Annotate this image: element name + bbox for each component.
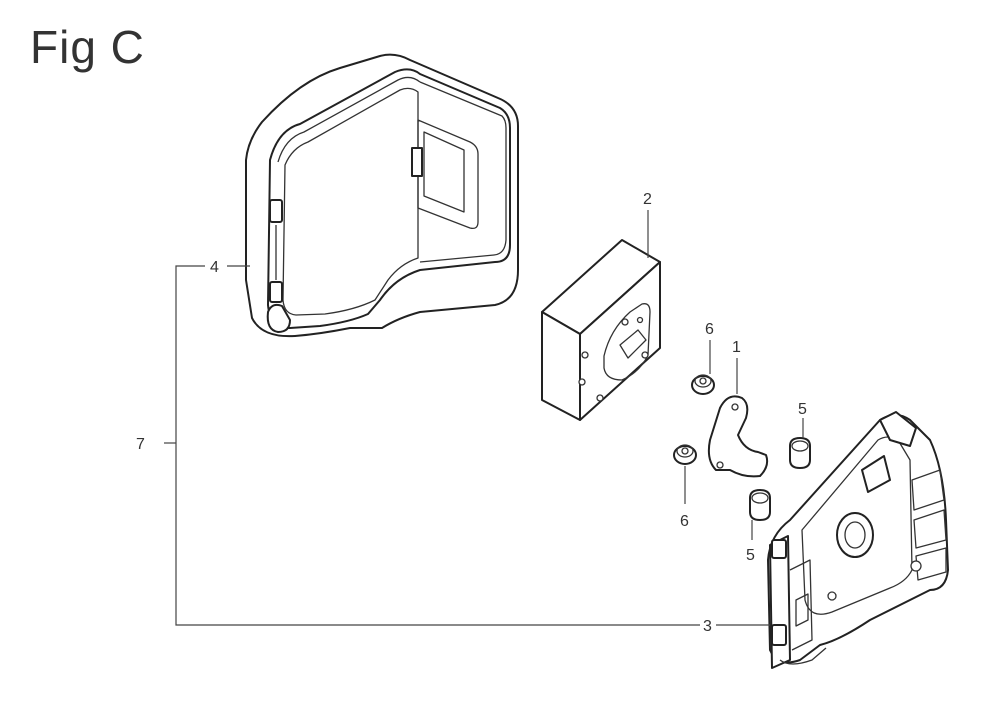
collar-sleeve-icon (789, 437, 811, 469)
callout-7: 7 (136, 436, 145, 453)
callout-6-top: 6 (705, 321, 714, 338)
figure-title: Fig C (30, 21, 145, 73)
flange-nut-icon (673, 444, 697, 465)
callout-5-top: 5 (798, 401, 807, 418)
foam-filter-element-icon (541, 239, 661, 421)
air-cleaner-case-icon (767, 411, 949, 669)
collar-sleeve-icon (749, 489, 771, 521)
flange-nut-icon (691, 374, 715, 395)
air-cleaner-cover-icon (245, 53, 519, 338)
callout-4: 4 (210, 259, 219, 276)
callout-6-bottom: 6 (680, 513, 689, 530)
callout-5-bottom: 5 (746, 547, 755, 564)
assembly-bracket-icon (164, 265, 700, 626)
callout-2: 2 (643, 191, 652, 208)
callout-3: 3 (703, 618, 712, 635)
callout-1: 1 (732, 339, 741, 356)
bracket-plate-icon (707, 395, 769, 478)
